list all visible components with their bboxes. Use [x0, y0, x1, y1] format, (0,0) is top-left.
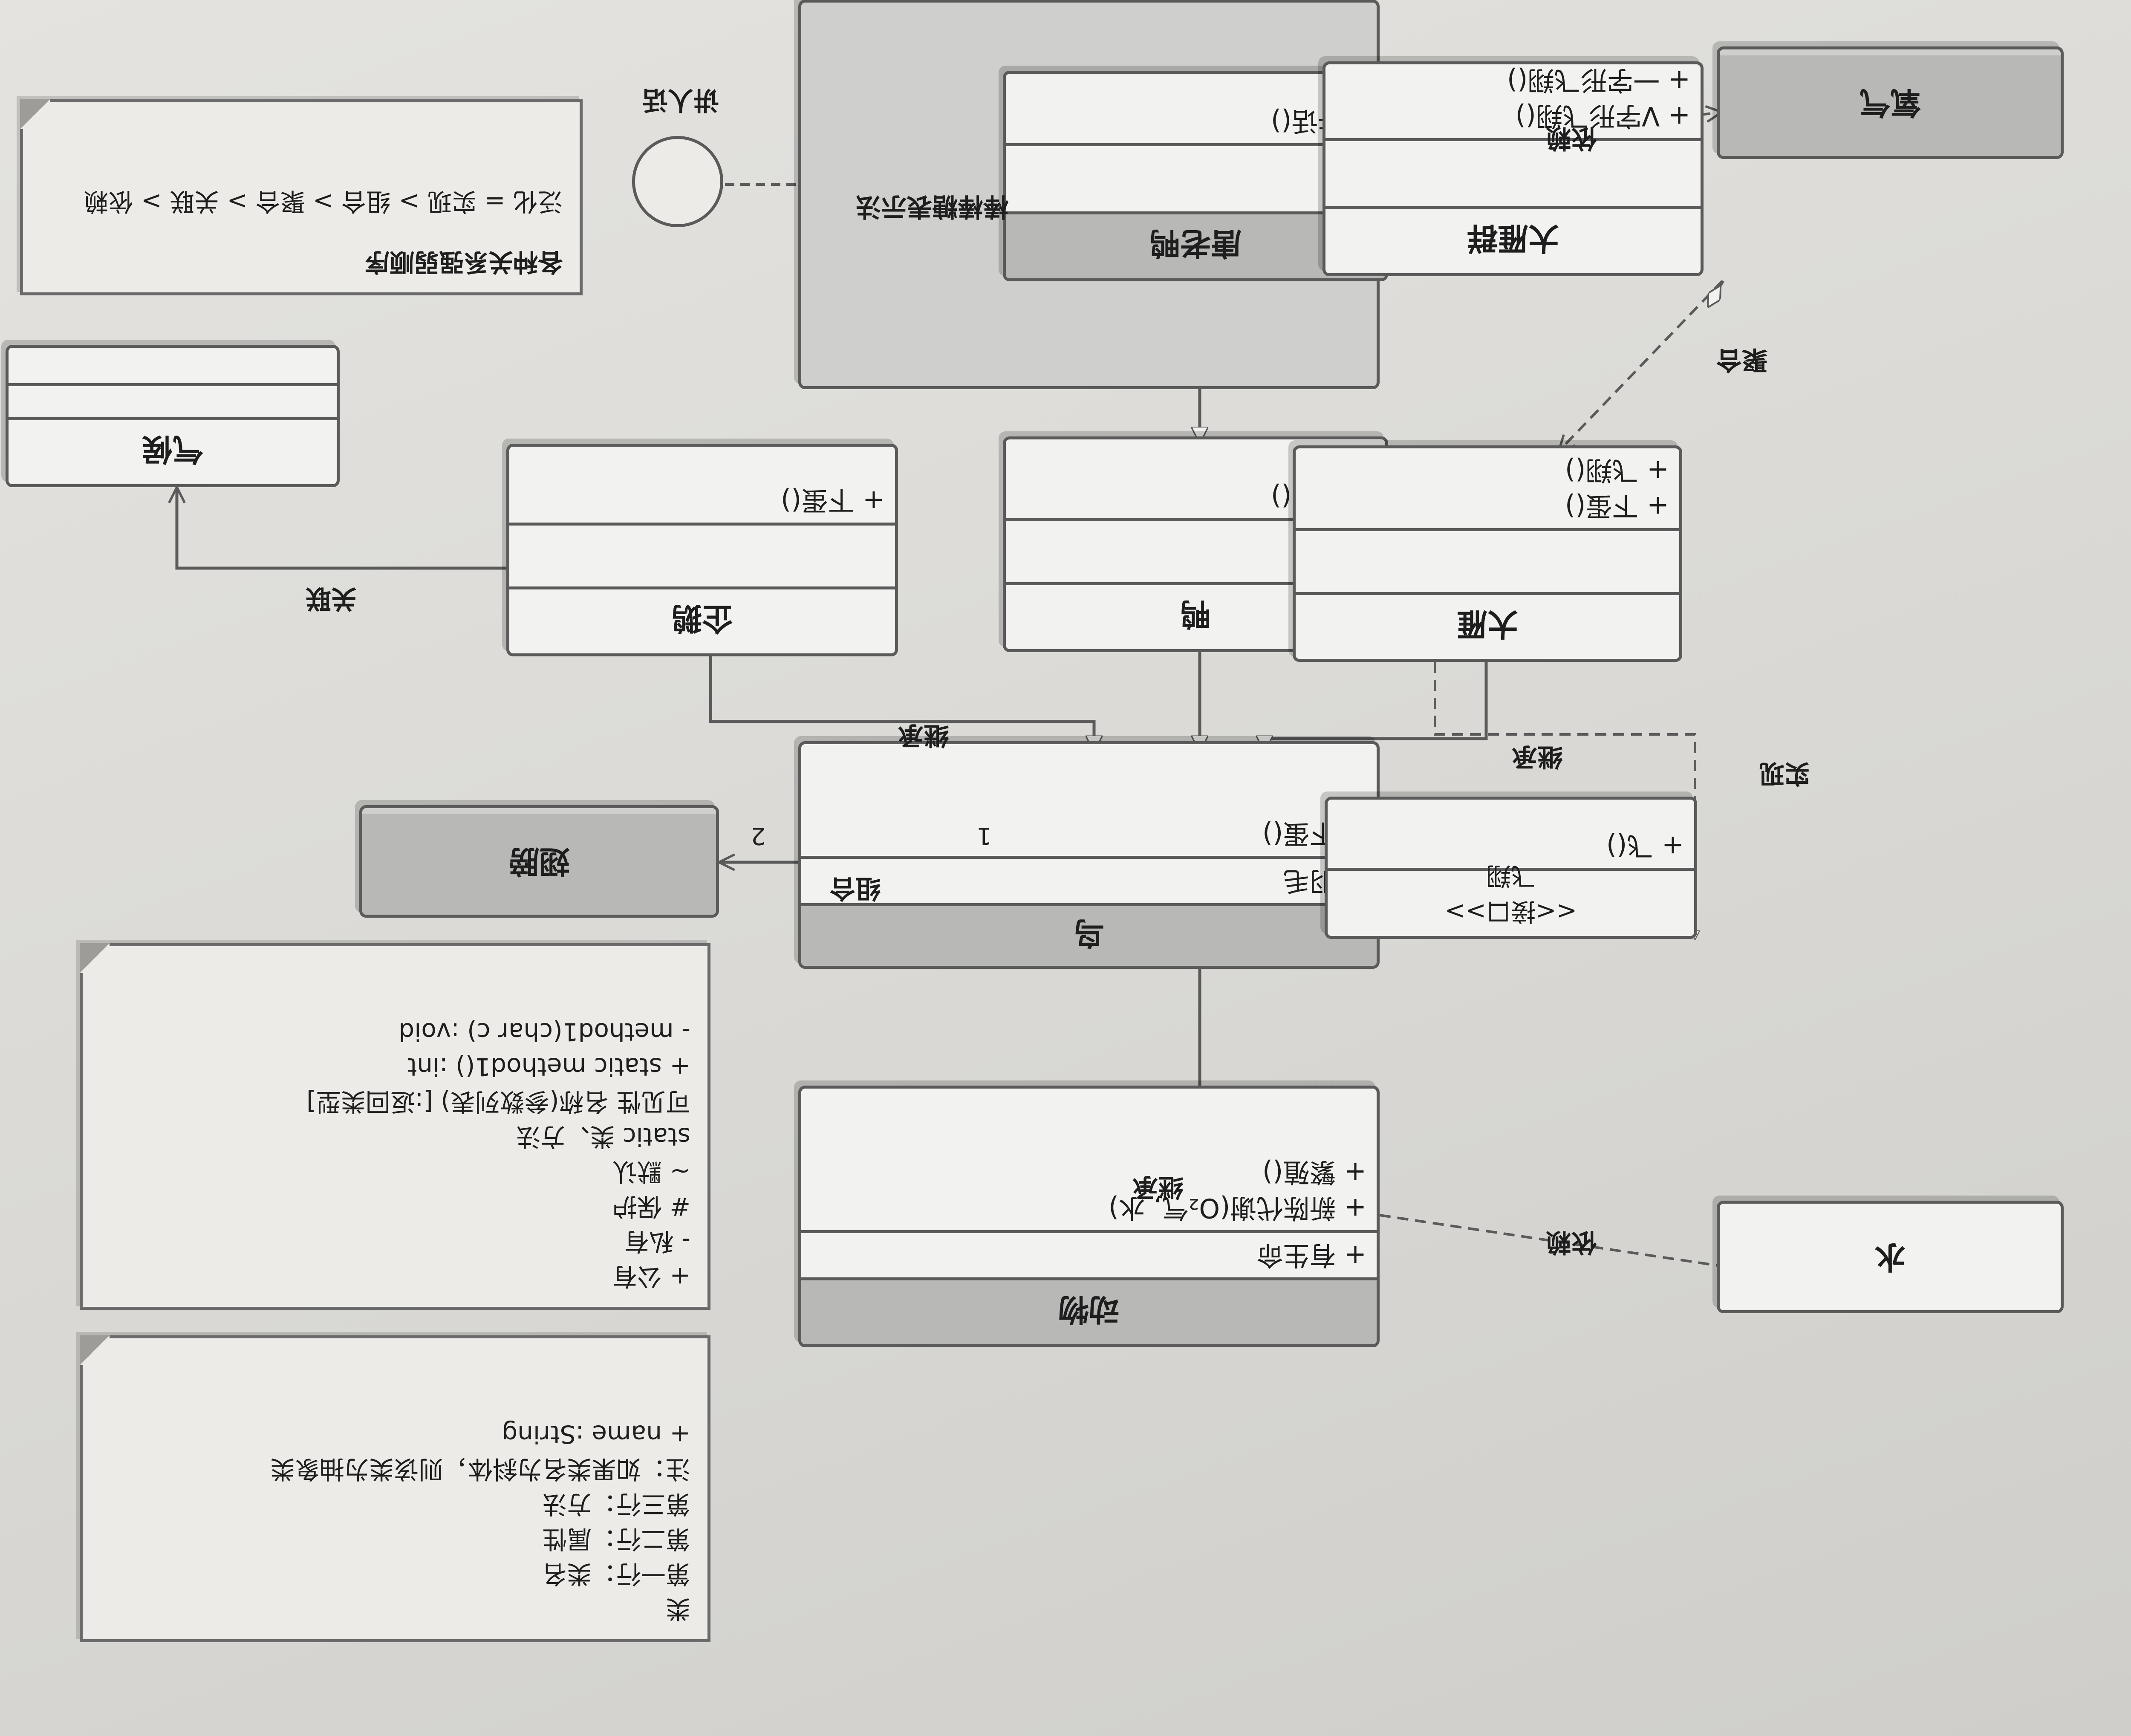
note-line: 注：如果类名为斜体，则该类为抽象类	[270, 1455, 690, 1484]
label-dependency-oxygen: 依赖	[1546, 123, 1597, 153]
class-name: 大雁群	[1325, 206, 1701, 273]
note-relation-strength: 各种关系强弱顺序 泛化 = 实现 > 组合 > 聚合 > 关联 > 依赖	[20, 99, 583, 295]
note-line: + static method1() :int	[407, 1052, 690, 1081]
note-line: # 保护	[612, 1192, 690, 1221]
method: + 飞翔()	[1565, 455, 1669, 486]
note-line: + name :String	[502, 1420, 690, 1449]
note-line: + 公有	[612, 1262, 690, 1291]
class-name: 水	[1720, 1210, 2061, 1310]
lollipop-interface-icon	[632, 136, 723, 227]
label-inherit-goose: 继承	[1512, 741, 1563, 771]
class-water[interactable]: 水	[1717, 1201, 2064, 1313]
method: + 下蛋()	[1262, 818, 1366, 849]
interface-header: <<接口>> 飞翔	[1328, 861, 1694, 936]
stereotype: <<接口>>	[1444, 897, 1577, 926]
edge-flock-goose	[1559, 277, 1726, 451]
class-name: 企鹅	[509, 586, 895, 653]
class-name: 鸟	[801, 903, 1377, 966]
note-fold	[20, 99, 50, 129]
label-association: 关联	[306, 583, 357, 613]
multiplicity-bird: 1	[976, 822, 992, 849]
class-methods: + 下蛋()	[509, 478, 895, 523]
lollipop-caption: 棒棒糖表示法	[855, 191, 1009, 221]
class-name: 动物	[801, 1277, 1377, 1344]
attribute: + 有生命	[1256, 1240, 1366, 1271]
note-line: 第三行：方法	[542, 1490, 690, 1519]
class-oxygen[interactable]: 氧气	[1717, 46, 2064, 159]
class-methods: + V字形飞翔() + 一字形飞翔()	[1325, 61, 1701, 138]
class-attributes: + 有生命	[801, 1230, 1377, 1277]
attribute: + 羽毛	[1283, 866, 1366, 897]
edge-penguin-bird	[709, 656, 1094, 751]
label-realize: 实现	[1759, 758, 1810, 788]
note-line: 可见性 名称(参数列表) [:返回类型]	[306, 1087, 690, 1116]
method: + 讲话()	[1271, 106, 1375, 137]
note-fold	[80, 1335, 110, 1365]
class-name: 气候	[9, 417, 337, 484]
method: + V字形飞翔()	[1515, 101, 1690, 132]
method: + 下蛋()	[780, 485, 885, 516]
class-methods: + 新陈代谢(O₂气, 水) + 繁殖()	[801, 1150, 1377, 1230]
class-name: 氧气	[1720, 55, 2061, 156]
edge-animal-water	[1379, 1214, 1738, 1268]
class-methods	[9, 375, 337, 383]
note-line: - method1(char c) :void	[398, 1017, 690, 1046]
multiplicity-wing: 2	[751, 822, 766, 849]
method: + 一字形飞翔()	[1507, 65, 1690, 96]
method: + 繁殖()	[1262, 1157, 1366, 1188]
class-attributes	[1296, 528, 1679, 592]
class-attributes	[1325, 138, 1701, 206]
class-attributes: + 羽毛	[801, 856, 1377, 903]
class-name: 翅膀	[362, 814, 716, 915]
class-name: 大雁	[1296, 592, 1679, 659]
label-aggregation: 聚合	[1716, 345, 1767, 375]
note-class-description: 类 第一行：类名 第二行：属性 第三行：方法 注：如果类名为斜体，则该类为抽象类…	[80, 1335, 710, 1642]
class-animal-box[interactable]: 动物 + 有生命 + 新陈代谢(O₂气, 水) + 繁殖()	[798, 1086, 1380, 1347]
note-visibility: + 公有 - 私有 # 保护 ~ 默认 static 类、方法 可见性 名称(参…	[80, 943, 710, 1310]
note-text: 泛化 = 实现 > 组合 > 聚合 > 关联 > 依赖	[84, 187, 563, 216]
class-goose-flock[interactable]: 大雁群 + V字形飞翔() + 一字形飞翔()	[1322, 61, 1704, 276]
edge-penguin-climate	[177, 487, 523, 570]
label-dependency-water: 依赖	[1546, 1227, 1597, 1257]
method: + 新陈代谢(O₂气, 水)	[1108, 1193, 1366, 1224]
class-goose[interactable]: 企鹅 + 下蛋()	[506, 444, 898, 656]
note-line: - 私有	[624, 1227, 690, 1256]
note-line: 第一行：类名	[542, 1560, 690, 1589]
class-attributes	[509, 523, 895, 586]
class-methods: + 下蛋()	[801, 812, 1377, 856]
label-composition: 组合	[830, 873, 881, 903]
class-wing[interactable]: 翅膀	[359, 805, 719, 918]
class-animal[interactable]: 鸟 + 羽毛 + 下蛋()	[798, 741, 1380, 969]
class-attributes	[9, 383, 337, 417]
label-inherit-animal: 继承	[1132, 1172, 1184, 1202]
note-title: 各种关系强弱顺序	[364, 248, 563, 277]
method: + 下蛋()	[1565, 491, 1669, 522]
class-methods: + 下蛋() + 飞翔()	[1296, 448, 1679, 528]
edge-goose-bird	[1265, 662, 1488, 751]
class-penguin[interactable]: 大雁 + 下蛋() + 飞翔()	[1293, 445, 1682, 662]
label-inherit-penguin: 继承	[898, 720, 949, 750]
note-fold	[80, 943, 110, 973]
note-line: ~ 默认	[612, 1157, 690, 1186]
lollipop-interface-name: 讲人话	[642, 85, 719, 115]
interface-fly[interactable]: <<接口>> 飞翔 + 飞()	[1325, 797, 1697, 939]
note-line: 类	[665, 1594, 690, 1623]
method: + 飞()	[1606, 830, 1684, 861]
note-line: 第二行：属性	[542, 1525, 690, 1554]
note-line: static 类、方法	[516, 1122, 690, 1151]
class-climate[interactable]: 气候	[6, 345, 340, 487]
